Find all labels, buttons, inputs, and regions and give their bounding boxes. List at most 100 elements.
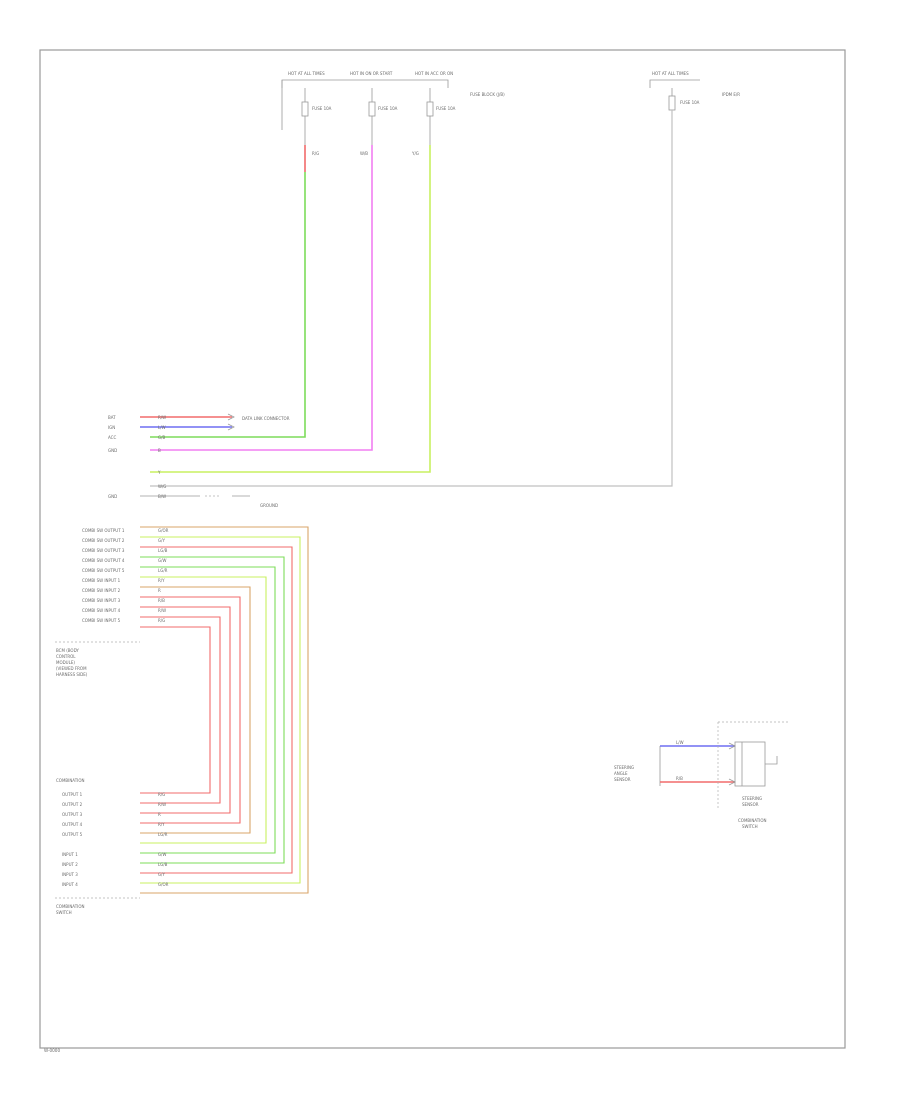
switch-pin-1: OUTPUT 1 bbox=[62, 792, 83, 797]
pin-arrow-1 bbox=[227, 413, 235, 421]
pin-arrow-2 bbox=[227, 423, 235, 431]
fuse-4-label: FUSE 10A bbox=[680, 100, 700, 105]
bcm-wire-8: R/B bbox=[158, 598, 165, 603]
bcm-label-4: (VIEWED FROM bbox=[56, 666, 87, 671]
fuse-block-label: FUSE BLOCK (J/B) bbox=[470, 92, 505, 97]
switch-wire-1: R/G bbox=[158, 792, 165, 797]
feed-wire-pink bbox=[150, 145, 373, 451]
bcm-pin-7: COMBI SW INPUT 2 bbox=[82, 588, 121, 593]
module-pin-8: GND bbox=[108, 494, 117, 499]
feed-wires bbox=[150, 110, 673, 487]
switch-wire-4: R/Y bbox=[158, 822, 165, 827]
switch-pin-2: OUTPUT 2 bbox=[62, 802, 83, 807]
sensor-wire-1: L/W bbox=[676, 740, 684, 745]
switch-wire-7: LG/B bbox=[158, 862, 168, 867]
bcm-label-3: MODULE) bbox=[56, 660, 75, 665]
data-link-note: DATA LINK CONNECTOR bbox=[242, 416, 290, 421]
switch-wire-6: G/W bbox=[158, 852, 166, 857]
bundle-wire-4 bbox=[140, 556, 285, 864]
bcm-bundle: COMBI SW OUTPUT 1 COMBI SW OUTPUT 2 COMB… bbox=[55, 526, 309, 894]
switch-title-2: SWITCH bbox=[56, 910, 72, 915]
top-wire-label-3: Y/G bbox=[411, 151, 419, 156]
sensor-box bbox=[734, 741, 766, 787]
switch-section-label: COMBINATION bbox=[56, 778, 85, 783]
bundle-wire-10 bbox=[140, 616, 221, 804]
module-pin-8-wire: B/W bbox=[158, 494, 166, 499]
combination-switch: COMBINATION OUTPUT 1 OUTPUT 2 OUTPUT 3 O… bbox=[55, 778, 169, 915]
bundle-wire-2 bbox=[140, 536, 301, 884]
feed-wire-yellow-green bbox=[150, 145, 431, 473]
switch-pin-9: INPUT 4 bbox=[62, 882, 78, 887]
bcm-pin-2: COMBI SW OUTPUT 2 bbox=[82, 538, 125, 543]
module-pin-2: IGN bbox=[108, 425, 115, 430]
bcm-wire-4: G/W bbox=[158, 558, 166, 563]
fuse-section: HOT AT ALL TIMES FUSE 10A HOT IN ON OR S… bbox=[281, 71, 740, 156]
fuse-4-box-label: HOT AT ALL TIMES bbox=[652, 71, 689, 76]
switch-pin-3: OUTPUT 3 bbox=[62, 812, 83, 817]
fuse-1-label: FUSE 10A bbox=[312, 106, 332, 111]
bcm-wire-3: LG/B bbox=[158, 548, 168, 553]
fuse-3-icon bbox=[426, 101, 434, 117]
switch-pin-4: OUTPUT 4 bbox=[62, 822, 83, 827]
bundle-wire-1 bbox=[140, 526, 309, 894]
switch-pin-5: OUTPUT 5 bbox=[62, 832, 83, 837]
switch-wire-9: G/OR bbox=[158, 882, 169, 887]
bundle-wire-9 bbox=[140, 606, 231, 814]
ground-note: GROUND bbox=[260, 503, 278, 508]
module-pin-3-wire: G/B bbox=[158, 435, 165, 440]
sensor-wire-2: R/B bbox=[676, 776, 683, 781]
bcm-wire-10: R/G bbox=[158, 618, 165, 623]
module-pin-4-wire: B bbox=[158, 448, 161, 453]
fuse-2-box-label: HOT IN ON OR START bbox=[350, 71, 393, 76]
module-pin-6-wire: Y bbox=[157, 470, 161, 475]
switch-title-1: COMBINATION bbox=[56, 904, 85, 909]
module-power-pins: DATA LINK CONNECTOR BAT R/W IGN L/W ACC … bbox=[108, 413, 290, 508]
bcm-pin-1: COMBI SW OUTPUT 1 bbox=[82, 528, 125, 533]
bundle-wire-7 bbox=[140, 586, 251, 834]
sensor-label-2: ANGLE bbox=[614, 771, 628, 776]
fuse-1-icon bbox=[301, 101, 309, 117]
module-pin-3: ACC bbox=[108, 435, 116, 440]
module-pin-1-wire: R/W bbox=[158, 415, 166, 420]
fuse-2-icon bbox=[368, 101, 376, 117]
diagram-id: W-0000 bbox=[44, 1048, 60, 1053]
fuse-4-bracket bbox=[649, 79, 700, 88]
fuse-box-bracket bbox=[281, 79, 449, 88]
top-wire-label-1: R/G bbox=[312, 151, 319, 156]
bundle-wire-11 bbox=[140, 626, 211, 794]
module-pin-4: GND bbox=[108, 448, 117, 453]
fuse-3-box-label: HOT IN ACC OR ON bbox=[415, 71, 453, 76]
sensor-caption-1: COMBINATION bbox=[738, 818, 767, 823]
module-pin-2-wire: L/W bbox=[158, 425, 166, 430]
bcm-wire-9: R/W bbox=[158, 608, 166, 613]
bcm-pin-6: COMBI SW INPUT 1 bbox=[82, 578, 121, 583]
switch-pin-7: INPUT 2 bbox=[62, 862, 78, 867]
top-wire-label-2: W/B bbox=[360, 151, 368, 156]
ipdm-label: IPDM E/R bbox=[722, 92, 740, 97]
diagram-border bbox=[39, 49, 846, 1049]
bcm-wire-1: G/OR bbox=[158, 528, 169, 533]
bundle-wire-3 bbox=[140, 546, 293, 874]
bcm-wire-7: R bbox=[158, 588, 161, 593]
feed-wire-green bbox=[150, 172, 306, 438]
feed-wire-grey bbox=[150, 110, 673, 487]
bcm-pin-8: COMBI SW INPUT 3 bbox=[82, 598, 121, 603]
sensor-caption-2: SWITCH bbox=[742, 824, 758, 829]
fuse-3-label: FUSE 10A bbox=[436, 106, 456, 111]
fuse-4-icon bbox=[668, 95, 676, 111]
sensor-label-1: STEERING bbox=[614, 765, 634, 770]
bcm-pin-5: COMBI SW OUTPUT 5 bbox=[82, 568, 125, 573]
bcm-wire-6: R/Y bbox=[158, 578, 165, 583]
bcm-label-5: HARNESS SIDE) bbox=[56, 672, 88, 677]
fuse-2-label: FUSE 10A bbox=[378, 106, 398, 111]
bcm-wire-2: G/Y bbox=[158, 538, 165, 543]
bundle-wire-5 bbox=[140, 566, 276, 854]
bcm-label-2: CONTROL bbox=[56, 654, 76, 659]
sensor-ground-lead bbox=[765, 756, 778, 765]
switch-pin-6: INPUT 1 bbox=[62, 852, 78, 857]
switch-wire-3: R bbox=[158, 812, 161, 817]
switch-wire-2: R/W bbox=[158, 802, 166, 807]
bundle-wire-8 bbox=[140, 596, 241, 824]
sensor-box-label-1: STEERING bbox=[742, 796, 762, 801]
